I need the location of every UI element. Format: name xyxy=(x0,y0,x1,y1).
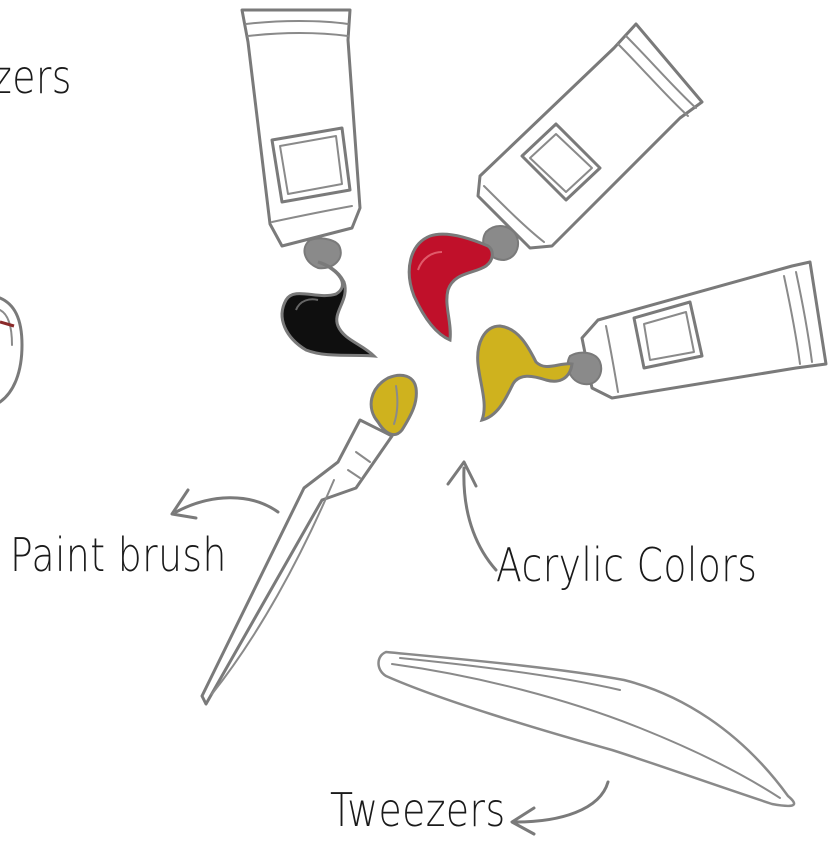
tweezers-label: Tweezers xyxy=(330,783,506,837)
paint-brush-label: Paint brush xyxy=(10,528,227,582)
arrow-icon xyxy=(448,462,496,570)
paint-tube-black-icon xyxy=(242,10,374,356)
acrylic-colors-label: Acrylic Colors xyxy=(496,538,757,592)
arrow-icon xyxy=(172,490,278,518)
paint-brush-icon xyxy=(202,375,416,704)
cropped-label: zers xyxy=(0,50,72,104)
cropped-tool-icon xyxy=(0,298,22,402)
arrow-icon xyxy=(512,782,608,834)
paint-tube-red-icon xyxy=(409,24,702,340)
paint-tube-yellow-icon xyxy=(478,262,826,420)
